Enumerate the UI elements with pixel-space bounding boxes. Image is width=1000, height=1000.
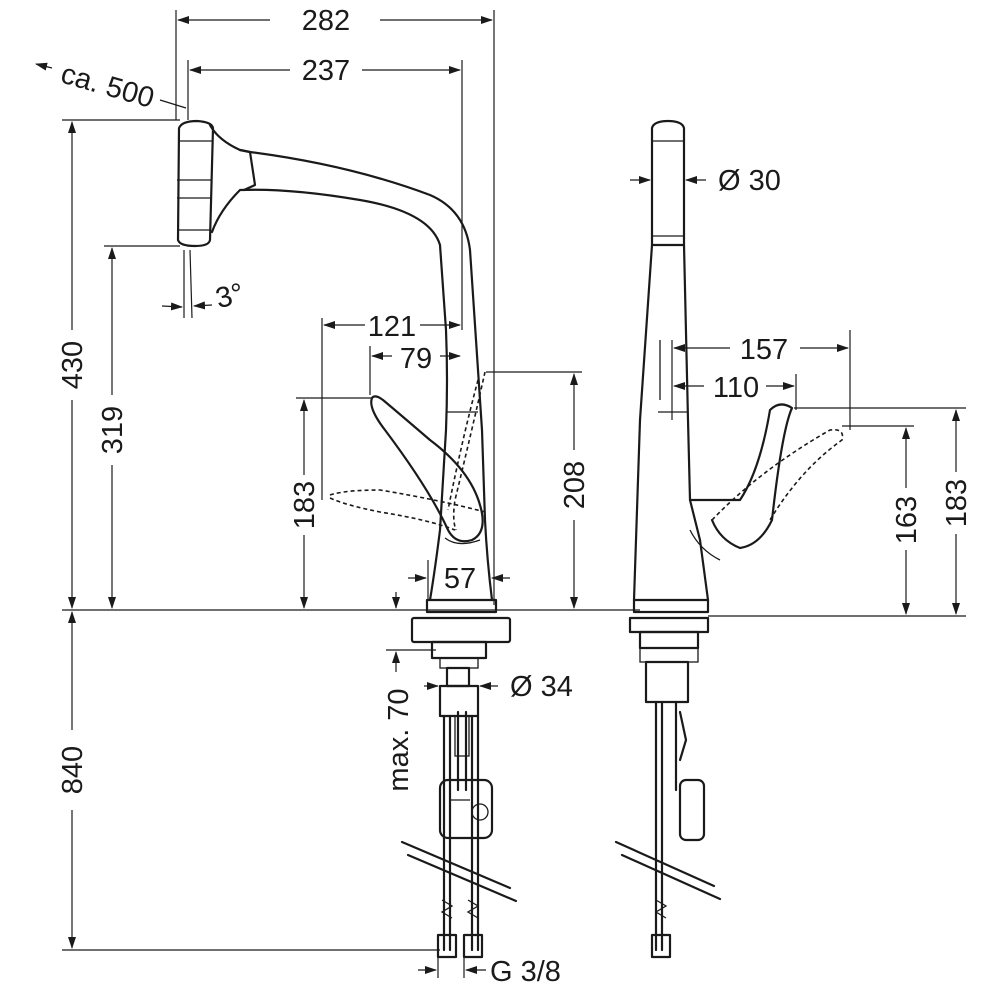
side-view-dimension-lines <box>630 176 966 617</box>
front-view-faucet <box>176 119 518 959</box>
dim-label-lever-reach-front: 121 <box>368 311 416 343</box>
dim-label-lever-height-front: 183 <box>289 481 321 529</box>
dim-label-lever-reach-side: 157 <box>740 334 788 366</box>
dim-label-connection-thread: G 3/8 <box>490 956 561 988</box>
dim-label-overall-reach: 282 <box>302 5 350 37</box>
dim-label-total-height: 430 <box>57 341 89 389</box>
dim-label-lever-swing-height: 208 <box>559 461 591 509</box>
dim-label-lever-height-side-low: 163 <box>891 496 923 544</box>
dim-label-bore-diameter: Ø 34 <box>510 671 573 703</box>
dimension-labels: 282 237 ca. 500 3° 121 79 430 319 183 20… <box>57 5 973 988</box>
side-view-faucet <box>614 119 844 959</box>
dim-label-hose-length: 840 <box>57 746 89 794</box>
front-view-dimension-lines <box>35 10 640 978</box>
dim-label-lever-offset-side: 110 <box>713 372 759 404</box>
dim-label-pullout-length: ca. 500 <box>57 58 157 115</box>
dim-label-spout-reach: 237 <box>302 55 350 87</box>
dim-label-spout-angle: 3° <box>212 277 247 315</box>
dim-label-lever-offset-front: 79 <box>400 343 432 375</box>
dim-label-spout-height: 319 <box>97 406 129 454</box>
dim-label-base-width: 57 <box>444 563 476 595</box>
dim-label-spout-diameter: Ø 30 <box>718 165 781 197</box>
dim-label-max-deck-thickness: max. 70 <box>383 688 415 791</box>
dim-label-lever-height-side-high: 183 <box>941 479 973 527</box>
